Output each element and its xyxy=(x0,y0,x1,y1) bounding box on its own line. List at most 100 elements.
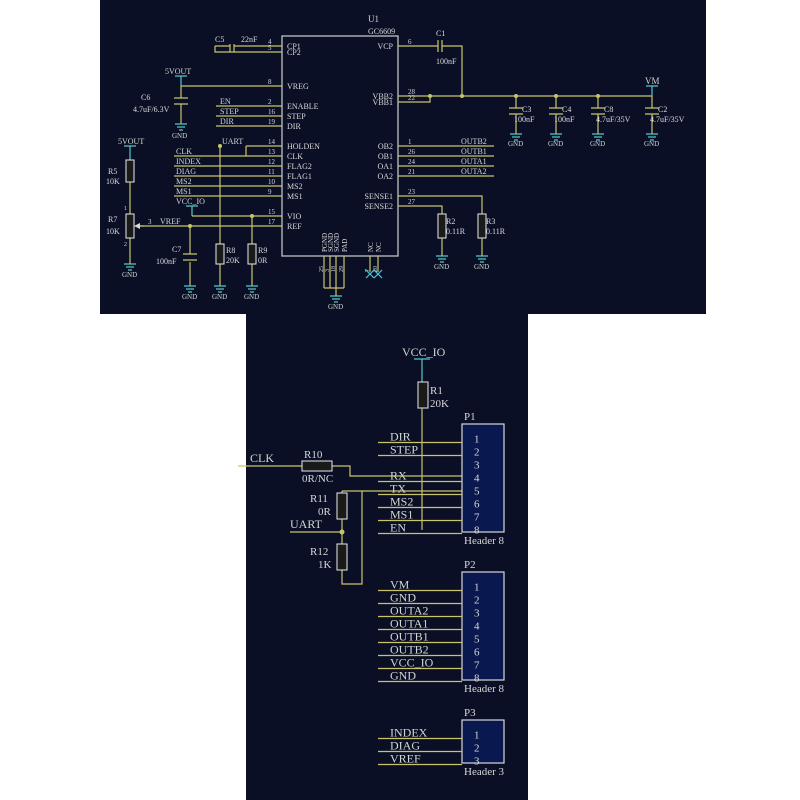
r11-body xyxy=(336,492,348,520)
ic-pin-number: 29 xyxy=(339,266,345,272)
header-net-label: OUTB1 xyxy=(390,630,429,644)
ic-pin-name: SGND xyxy=(333,233,341,252)
header-pin-number: 5 xyxy=(474,634,480,646)
ic-pin-name: STEP xyxy=(287,112,306,121)
header-pin-number: 8 xyxy=(474,525,480,537)
net-index: INDEX xyxy=(176,157,201,166)
ic-pin-name: SENSE2 xyxy=(365,202,393,211)
cap-c5: C5 22nF xyxy=(214,35,282,53)
c6-ref: C6 xyxy=(141,93,150,102)
ic-pin-number: 28 xyxy=(408,88,416,96)
ic-pin-number: 27 xyxy=(408,198,416,206)
r3-value: 0.11R xyxy=(486,227,506,236)
gnd-label: GND xyxy=(644,140,659,148)
ic-pin-number: 24 xyxy=(408,158,416,166)
r9-value: 0R xyxy=(258,256,268,265)
gnd-label: GND xyxy=(212,293,227,301)
bus-cap-wires xyxy=(549,96,563,134)
gnd-symbol xyxy=(510,133,522,141)
vout-symbol-1 xyxy=(175,75,187,86)
bus-cap-ref: C8 xyxy=(604,105,613,114)
ic-pin-name: MS1 xyxy=(287,192,303,201)
r10-ref: R10 xyxy=(304,449,323,461)
r11-ref: R11 xyxy=(310,493,328,505)
header-pin-number: 1 xyxy=(474,582,480,594)
ic-pin-name: VIO xyxy=(287,212,301,221)
c1-wires xyxy=(398,40,463,96)
ic-pin-name: FLAG1 xyxy=(287,172,312,181)
ic-pin-number: 11 xyxy=(268,168,275,176)
header-net-label: VREF xyxy=(390,752,421,766)
top-panel xyxy=(100,0,706,314)
ic-pin-name: VBB1 xyxy=(373,98,393,107)
header-pin-number: 8 xyxy=(474,673,480,685)
r8-ref: R8 xyxy=(226,246,235,255)
r7-body xyxy=(125,213,135,239)
bus-cap-value: 100nF xyxy=(514,115,535,124)
r2-body xyxy=(437,213,447,239)
net-vccio: VCC_IO xyxy=(176,197,205,206)
vout-net-2: 5VOUT xyxy=(118,137,144,146)
ic-pin-number: 4 xyxy=(268,38,272,46)
bus-cap-wires xyxy=(645,96,659,134)
net-outa1: OUTA1 xyxy=(461,157,487,166)
gnd-label: GND xyxy=(548,140,563,148)
header-name: Header 8 xyxy=(464,535,505,547)
net-uart: UART xyxy=(222,137,243,146)
header-name: Header 8 xyxy=(464,683,505,695)
ic-pin-number: 26 xyxy=(408,148,416,156)
header-net-label: STEP xyxy=(390,443,418,457)
ic-pin-name: FLAG2 xyxy=(287,162,312,171)
gnd-label: GND xyxy=(182,293,197,301)
r12-ref: R12 xyxy=(310,546,328,558)
header-pin-number: 2 xyxy=(474,595,480,607)
r1-ref: R1 xyxy=(430,385,443,397)
net-en: EN xyxy=(220,97,231,106)
r2-value: 0.11R xyxy=(446,227,466,236)
ic-pin-number: 8 xyxy=(268,78,272,86)
c1-ref: C1 xyxy=(436,29,445,38)
c5-ref: C5 xyxy=(215,35,224,44)
r10-value: 0R/NC xyxy=(302,473,333,485)
r11-value: 0R xyxy=(318,506,332,518)
gnd-symbol xyxy=(550,133,562,141)
gnd-symbol xyxy=(646,133,658,141)
sense-wires xyxy=(398,195,483,256)
gnd-label: GND xyxy=(244,293,259,301)
gnd-symbol xyxy=(246,285,258,293)
ic-pin-number: 3 xyxy=(325,269,331,272)
ic-pin-number: 15 xyxy=(268,208,276,216)
ic-pin-name: DIR xyxy=(287,122,301,131)
r8-r9-wires xyxy=(219,146,253,286)
net-step: STEP xyxy=(220,107,239,116)
header-name: Header 3 xyxy=(464,766,505,778)
uart-bus: UART CLK INDEX DIAG MS2 MS1 xyxy=(174,137,282,197)
header-net-label: RX xyxy=(390,469,407,483)
header-pin-number: 1 xyxy=(474,730,480,742)
ic-pin-number: 12 xyxy=(268,158,276,166)
r10-wires xyxy=(238,465,462,477)
gnd-label: GND xyxy=(122,271,137,279)
r5-value: 10K xyxy=(106,177,120,186)
header-net-label: TX xyxy=(390,482,406,496)
bus-cap-ref: C3 xyxy=(522,105,531,114)
net-outb1: OUTB1 xyxy=(461,147,487,156)
pot-pin-top: 1 xyxy=(124,206,127,212)
ic-pin-number: 19 xyxy=(268,118,276,126)
uart-wires xyxy=(174,145,282,197)
r12-body xyxy=(336,543,348,571)
net-outb2: OUTB2 xyxy=(461,137,487,146)
r10-clk: CLK R10 0R/NC xyxy=(238,449,462,485)
ic-pin-name: PAD xyxy=(341,239,349,252)
ctrl-nets: EN STEP DIR xyxy=(216,97,282,127)
pgnd-wires xyxy=(323,256,345,296)
header-body xyxy=(461,719,505,764)
ic-ref: U1 xyxy=(368,14,379,24)
ic-pin-name: NC xyxy=(375,242,383,252)
ic-pin-number: 23 xyxy=(408,188,416,196)
